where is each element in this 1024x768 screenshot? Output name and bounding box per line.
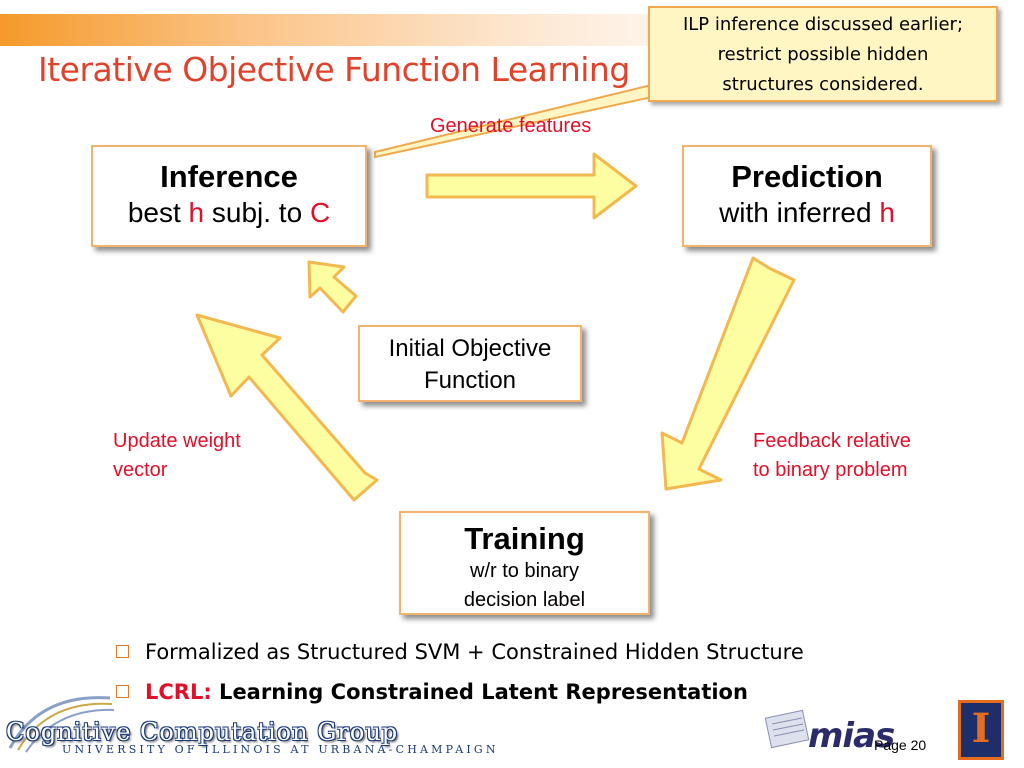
inference-text-b: subj. to (204, 197, 310, 228)
arrow-initial-to-inference (307, 260, 358, 314)
bullet-square-icon (116, 684, 129, 698)
feedback-line: to binary problem (753, 459, 908, 481)
slide-title: Iterative Objective Function Learning (38, 50, 630, 89)
mias-emblem-icon (764, 709, 810, 749)
mias-logo-text: mias (808, 716, 895, 756)
inference-subtitle: best h subj. to C (93, 195, 365, 231)
callout-line: structures considered. (722, 74, 924, 95)
var-h: h (879, 197, 895, 228)
feedback-label: Feedback relative to binary problem (753, 427, 911, 485)
prediction-title: Prediction (731, 159, 883, 194)
initial-objective-box: Initial Objective Function (358, 325, 582, 402)
var-c: C (309, 197, 331, 228)
bullet-item: LCRL: Learning Constrained Latent Repres… (116, 672, 804, 712)
training-line: decision label (463, 589, 586, 611)
illinois-logo-icon: I (958, 700, 1004, 760)
inference-title: Inference (160, 159, 298, 194)
bullet-item: Formalized as Structured SVM + Constrain… (116, 632, 804, 672)
feedback-line: Feedback relative (753, 430, 911, 452)
prediction-text: with inferred (719, 197, 880, 228)
arrow-feedback (660, 256, 796, 491)
var-h: h (188, 197, 205, 228)
update-weight-label: Update weight vector (113, 427, 241, 485)
prediction-subtitle: with inferred h (684, 195, 930, 231)
generate-features-label: Generate features (430, 115, 592, 137)
bullet-square-icon (116, 644, 129, 658)
update-line: Update weight (113, 430, 241, 452)
callout-line: restrict possible hidden (717, 44, 929, 65)
bullet-list: Formalized as Structured SVM + Constrain… (116, 632, 804, 712)
university-name: UNIVERSITY OF ILLINOIS AT URBANA-CHAMPAI… (62, 743, 499, 756)
training-line: w/r to binary (470, 560, 579, 582)
training-title: Training (464, 521, 585, 556)
training-box: Training w/r to binary decision label (399, 511, 650, 615)
bullet-text: Formalized as Structured SVM + Constrain… (145, 640, 804, 664)
arrow-update-weights (195, 313, 379, 502)
ccg-swoosh-icon (8, 696, 115, 753)
initial-line: Initial Objective (388, 335, 552, 362)
ccg-logo-text: Cognitive Computation Group (6, 718, 399, 746)
inference-text-a: best (127, 197, 189, 228)
bullet-text: Learning Constrained Latent Representati… (211, 680, 748, 704)
page-number: Page 20 (874, 737, 927, 753)
ilp-callout: ILP inference discussed earlier; restric… (648, 6, 998, 102)
inference-box: Inference best h subj. to C (91, 145, 367, 247)
prediction-box: Prediction with inferred h (682, 145, 932, 247)
arrow-generate-features (425, 152, 638, 220)
bullet-prefix: LCRL: (145, 680, 212, 704)
update-line: vector (113, 459, 168, 481)
callout-line: ILP inference discussed earlier; (682, 14, 964, 35)
initial-line: Function (423, 367, 517, 394)
